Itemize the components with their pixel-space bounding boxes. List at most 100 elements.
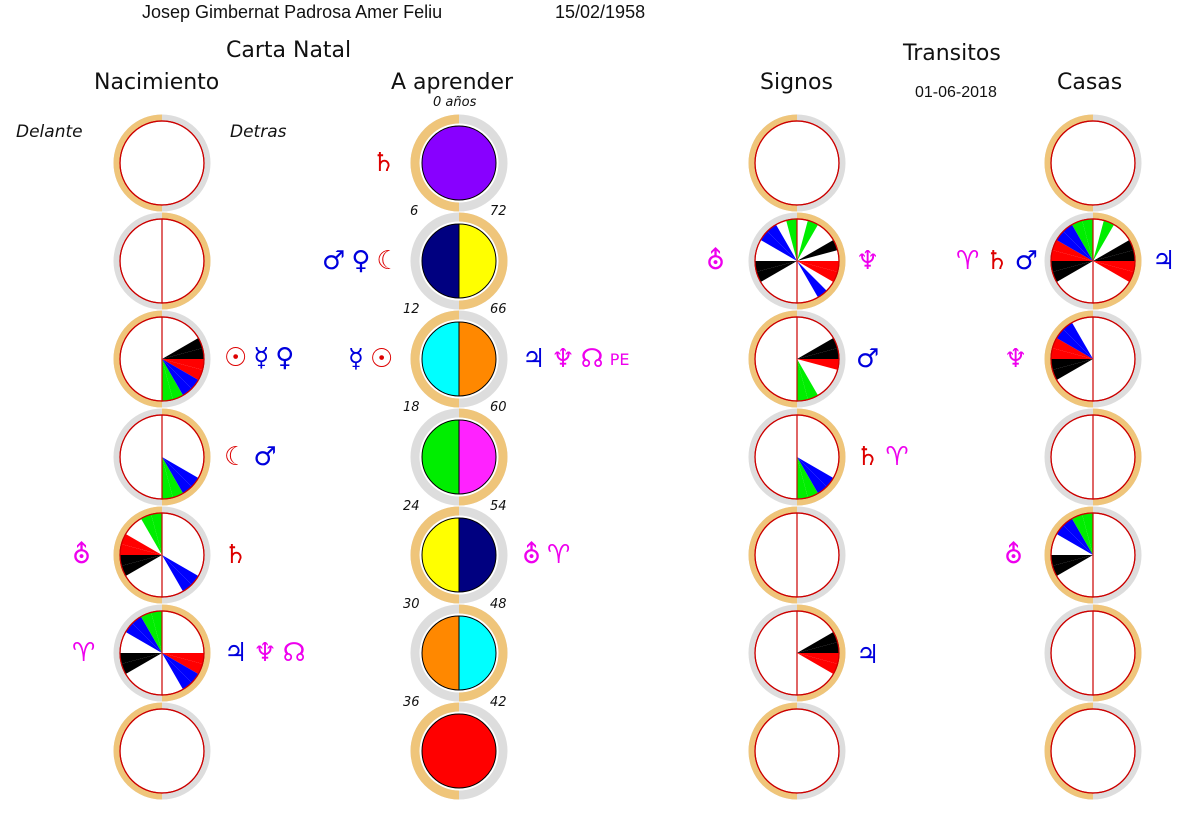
learn-half-right (459, 322, 496, 396)
track-gold-path (1044, 114, 1094, 212)
track-gold-path (410, 114, 460, 212)
track-gold-path (113, 310, 163, 408)
aprender-row3-left-symbols: ☿☉ (348, 346, 399, 372)
track-gold-path (796, 408, 846, 506)
planet-glyph: ♄ (224, 540, 248, 570)
age-left-label: 18 (403, 400, 420, 415)
aspect-wedge (162, 359, 204, 370)
aspect-wedge (767, 224, 797, 261)
learn-circle (421, 125, 497, 201)
aspect-wedge (797, 457, 808, 499)
planet-glyph: ♈ (956, 246, 980, 276)
track-gold-path (1092, 408, 1142, 506)
carta-natal-title: Carta Natal (226, 38, 352, 63)
track-gold-path (748, 702, 798, 800)
aspect-wedge (760, 231, 797, 261)
planet-glyph: ♀ (275, 343, 295, 373)
track-gold-path (748, 506, 798, 604)
aspect-wedge (1051, 555, 1093, 566)
aspect-wedge (1082, 513, 1093, 555)
chart-circle (119, 218, 205, 304)
planet-glyph: ♃ (224, 638, 248, 668)
circle-layer (119, 120, 1136, 794)
aspect-wedge (797, 653, 839, 664)
chart-circle (754, 610, 840, 696)
track-gold-path (113, 506, 163, 604)
planet-glyph: ♃ (856, 640, 880, 670)
planet-glyph: ☿ (253, 343, 270, 373)
learn-circle (421, 713, 497, 789)
chart-circle (754, 218, 840, 304)
aspect-wedge (1051, 250, 1093, 261)
aspect-wedge (162, 653, 204, 664)
aspect-wedge (151, 513, 162, 555)
aspect-wedge (797, 338, 838, 359)
age-left-label: 12 (403, 302, 420, 317)
chart-circle (1050, 120, 1136, 206)
aspect-wedge (132, 616, 162, 653)
chart-circle (119, 512, 205, 598)
planet-glyph: ♈ (885, 442, 909, 472)
chart-circle (1050, 414, 1136, 500)
aprender-row3-right-symbols: ♃♆☊PE (522, 346, 635, 373)
aspect-wedge (1052, 555, 1093, 576)
casas-row5-left-symbols: ⛢ (1004, 542, 1029, 568)
aspect-wedge (1082, 219, 1093, 261)
track-gold-path (458, 408, 508, 506)
signos-row4-right-symbols: ♄♈ (856, 444, 915, 470)
planet-glyph: ♄ (856, 442, 880, 472)
aspect-wedge (1052, 338, 1093, 359)
aspect-wedge (141, 514, 162, 555)
chart-circle (754, 316, 840, 402)
planet-glyph: ☊ (580, 344, 604, 374)
chart-circle (1050, 610, 1136, 696)
aspect-wedge (162, 457, 173, 499)
chart-circle (119, 708, 205, 794)
aspect-wedge (1093, 261, 1135, 272)
casas-row2-right-symbols: ♃ (1152, 248, 1181, 274)
track-gold-path (458, 212, 508, 310)
nacimiento-row6-left-symbols: ♈ (72, 640, 101, 666)
aspect-wedge (125, 623, 162, 653)
learn-half-left (422, 420, 459, 494)
learn-half-left (422, 322, 459, 396)
aspect-wedge (797, 632, 838, 653)
casas-row3-left-symbols: ♆ (1004, 346, 1033, 372)
aspect-wedge (797, 261, 839, 272)
aspect-wedge (1051, 359, 1093, 370)
aspect-wedge (162, 359, 183, 400)
aspect-wedge (797, 457, 834, 487)
casas-title: Casas (1057, 70, 1123, 95)
aspect-wedge (797, 457, 827, 494)
aspect-wedge (797, 359, 808, 401)
planet-glyph: ♃ (1152, 246, 1176, 276)
learn-half-left (422, 224, 459, 298)
planet-glyph: ⛢ (72, 540, 92, 570)
planet-glyph: ♄ (985, 246, 1009, 276)
aspect-wedge (141, 612, 162, 653)
aspect-wedge (162, 653, 203, 674)
track-gold-path (113, 702, 163, 800)
track-gold-path (161, 408, 211, 506)
detras-label: Detras (230, 122, 287, 142)
age-left-label: 36 (403, 695, 420, 710)
aspect-wedge (162, 653, 199, 683)
aspect-wedge (1093, 250, 1135, 261)
track-gold-path (748, 310, 798, 408)
a-aprender-title: A aprender (391, 70, 514, 95)
track-gold-path (410, 506, 460, 604)
planet-glyph: ♂ (322, 246, 346, 276)
aspect-wedge (121, 653, 162, 674)
aspect-wedge (797, 359, 818, 400)
aspect-wedge (162, 457, 199, 487)
planet-glyph: ☊ (282, 638, 306, 668)
chart-circle (754, 414, 840, 500)
aspect-wedge (1052, 240, 1093, 261)
planet-glyph: ♈ (72, 638, 96, 668)
age-left-label: 24 (403, 499, 420, 514)
aspect-wedge (162, 653, 192, 690)
planet-glyph: ♆ (856, 246, 880, 276)
age-right-label: 42 (490, 695, 507, 710)
chart-circle (754, 708, 840, 794)
